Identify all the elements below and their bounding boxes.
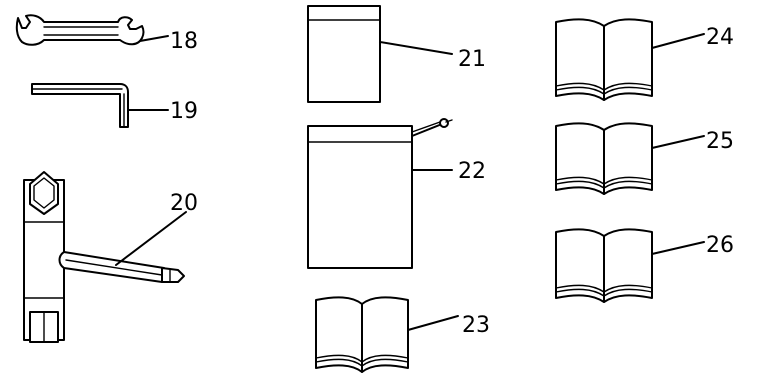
- leader-line-25: [651, 135, 705, 149]
- wrench-icon: [15, 14, 145, 46]
- callout-19: 19: [170, 99, 198, 124]
- leader-line-18: [139, 35, 169, 42]
- callout-24: 24: [706, 25, 734, 50]
- drawstring-bag-icon: [307, 118, 453, 269]
- hex-key-icon: [31, 83, 129, 128]
- callout-26: 26: [706, 233, 734, 258]
- manual-book-icon: [555, 228, 653, 303]
- callout-18: 18: [170, 29, 198, 54]
- leader-line-23: [407, 315, 459, 331]
- leader-line-21: [379, 41, 453, 55]
- manual-book-icon: [555, 122, 653, 195]
- callout-22: 22: [458, 159, 486, 184]
- socket-wrench-icon: [23, 171, 185, 343]
- callout-20: 20: [170, 191, 198, 216]
- leader-line-20: [115, 211, 187, 266]
- leader-line-26: [651, 241, 705, 255]
- manual-book-icon: [555, 18, 653, 101]
- callout-21: 21: [458, 47, 486, 72]
- leader-line-24: [651, 33, 705, 49]
- callout-23: 23: [462, 313, 490, 338]
- manual-book-icon: [315, 296, 409, 373]
- small-bag-icon: [307, 5, 381, 103]
- callout-25: 25: [706, 129, 734, 154]
